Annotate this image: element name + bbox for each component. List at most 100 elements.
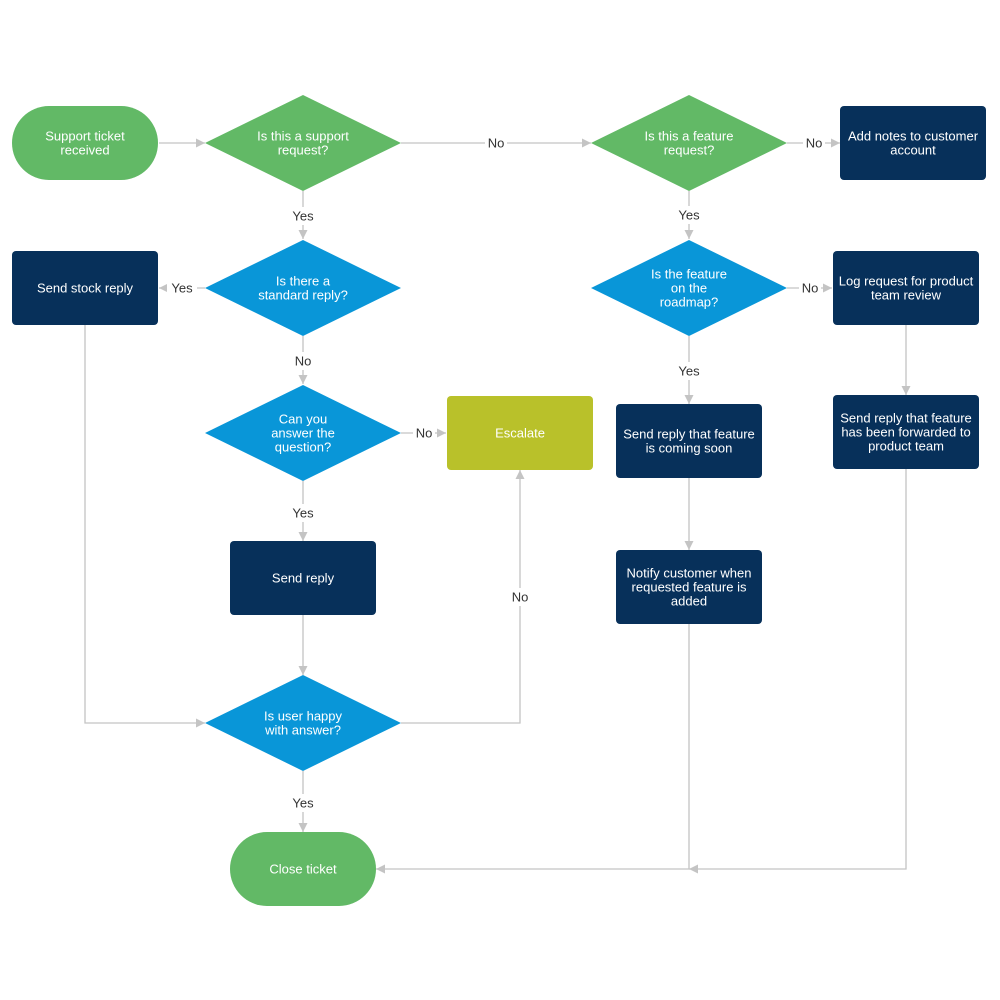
edge-label: No [802,281,819,296]
arrowhead-icon [298,532,308,541]
node-stock-reply: Send stock reply [12,251,158,325]
node-label-line: requested feature is [632,580,747,595]
edge-label-background [803,134,825,152]
node-label-line: Send reply that feature [840,411,972,426]
arrowhead-icon [823,283,832,293]
node-label-line: with answer? [264,723,341,738]
edge-label-background [288,794,318,812]
decision-diamond [205,675,401,771]
node-close-ticket: Close ticket [230,832,376,906]
process-box [12,251,158,325]
edge-send_reply-to-user_happy [298,615,308,675]
edge-label: No [416,426,433,441]
node-label-line: Is there a [276,274,331,289]
connector-line [401,470,521,724]
edge-label-background [509,588,531,606]
arrowhead-icon [684,395,694,404]
node-label-line: Send reply that feature [623,427,755,442]
node-label-line: team review [871,288,942,303]
edge-label: No [295,354,312,369]
node-label-line: Escalate [495,426,545,441]
node-label-line: roadmap? [660,295,719,310]
node-label-line: added [671,594,707,609]
edge-label: Yes [292,506,314,521]
process-box [840,106,986,180]
arrowhead-icon [298,823,308,832]
node-label-line: request? [664,143,715,158]
node-label-line: answer the [271,426,335,441]
node-label-line: Send stock reply [37,281,134,296]
edge-label: No [806,136,823,151]
arrowhead-icon [831,138,840,148]
decision-diamond [205,95,401,191]
arrowhead-icon [196,138,205,148]
decision-diamond [591,95,787,191]
edge-label-background [674,362,704,380]
node-label-line: Is user happy [264,709,343,724]
edge-label-background [288,207,318,225]
edge-label-background [674,206,704,224]
edge-notify_customer-to-close_ticket [376,624,690,874]
edge-label: Yes [292,209,314,224]
edge-label-background [485,134,507,152]
edge-label: No [512,590,529,605]
node-label-line: Can you [279,412,327,427]
edge-label-background [167,279,197,297]
edge-stock_reply-to-user_happy [84,325,205,728]
arrowhead-icon [582,138,591,148]
node-escalate: Escalate [447,396,593,470]
node-label-line: request? [278,143,329,158]
arrowhead-icon [298,375,308,384]
connector-line [376,624,690,870]
edge-coming_soon-to-notify_customer [684,478,694,550]
edge-user_happy-to-escalate [401,470,525,724]
node-label-line: received [60,143,109,158]
arrowhead-icon [159,283,168,293]
arrowhead-icon [437,428,446,438]
node-label-line: product team [868,439,944,454]
arrowhead-icon [684,230,694,239]
process-box [230,541,376,615]
decision-diamond [591,240,787,336]
decision-diamond [205,240,401,336]
node-label-line: Log request for product [839,274,974,289]
process-box [833,395,979,469]
arrowhead-icon [376,864,385,874]
edge-label-background [288,504,318,522]
process-box [447,396,593,470]
node-label-line: Support ticket [45,129,125,144]
edge-label-background [413,424,435,442]
process-box [616,550,762,624]
node-label-line: question? [275,440,331,455]
arrowhead-icon [196,718,205,728]
connector-line [84,325,205,724]
node-label-line: account [890,143,936,158]
node-label-line: Close ticket [269,862,337,877]
edge-label-background [799,279,821,297]
node-label-line: has been forwarded to [841,425,970,440]
node-label-line: Send reply [272,571,335,586]
arrowhead-icon [684,541,694,550]
terminal-shape [12,106,158,180]
connectors [84,138,911,874]
edge-label-background [292,352,314,370]
node-label-line: Is this a support [257,129,349,144]
node-label-line: Is this a feature [645,129,734,144]
edge-log_request-to-forwarded [901,325,911,395]
terminal-shape [230,832,376,906]
decision-diamond [205,385,401,481]
arrowhead-icon [901,386,911,395]
arrowhead-icon [515,470,525,479]
edge-label: No [488,136,505,151]
node-label-line: on the [671,281,707,296]
